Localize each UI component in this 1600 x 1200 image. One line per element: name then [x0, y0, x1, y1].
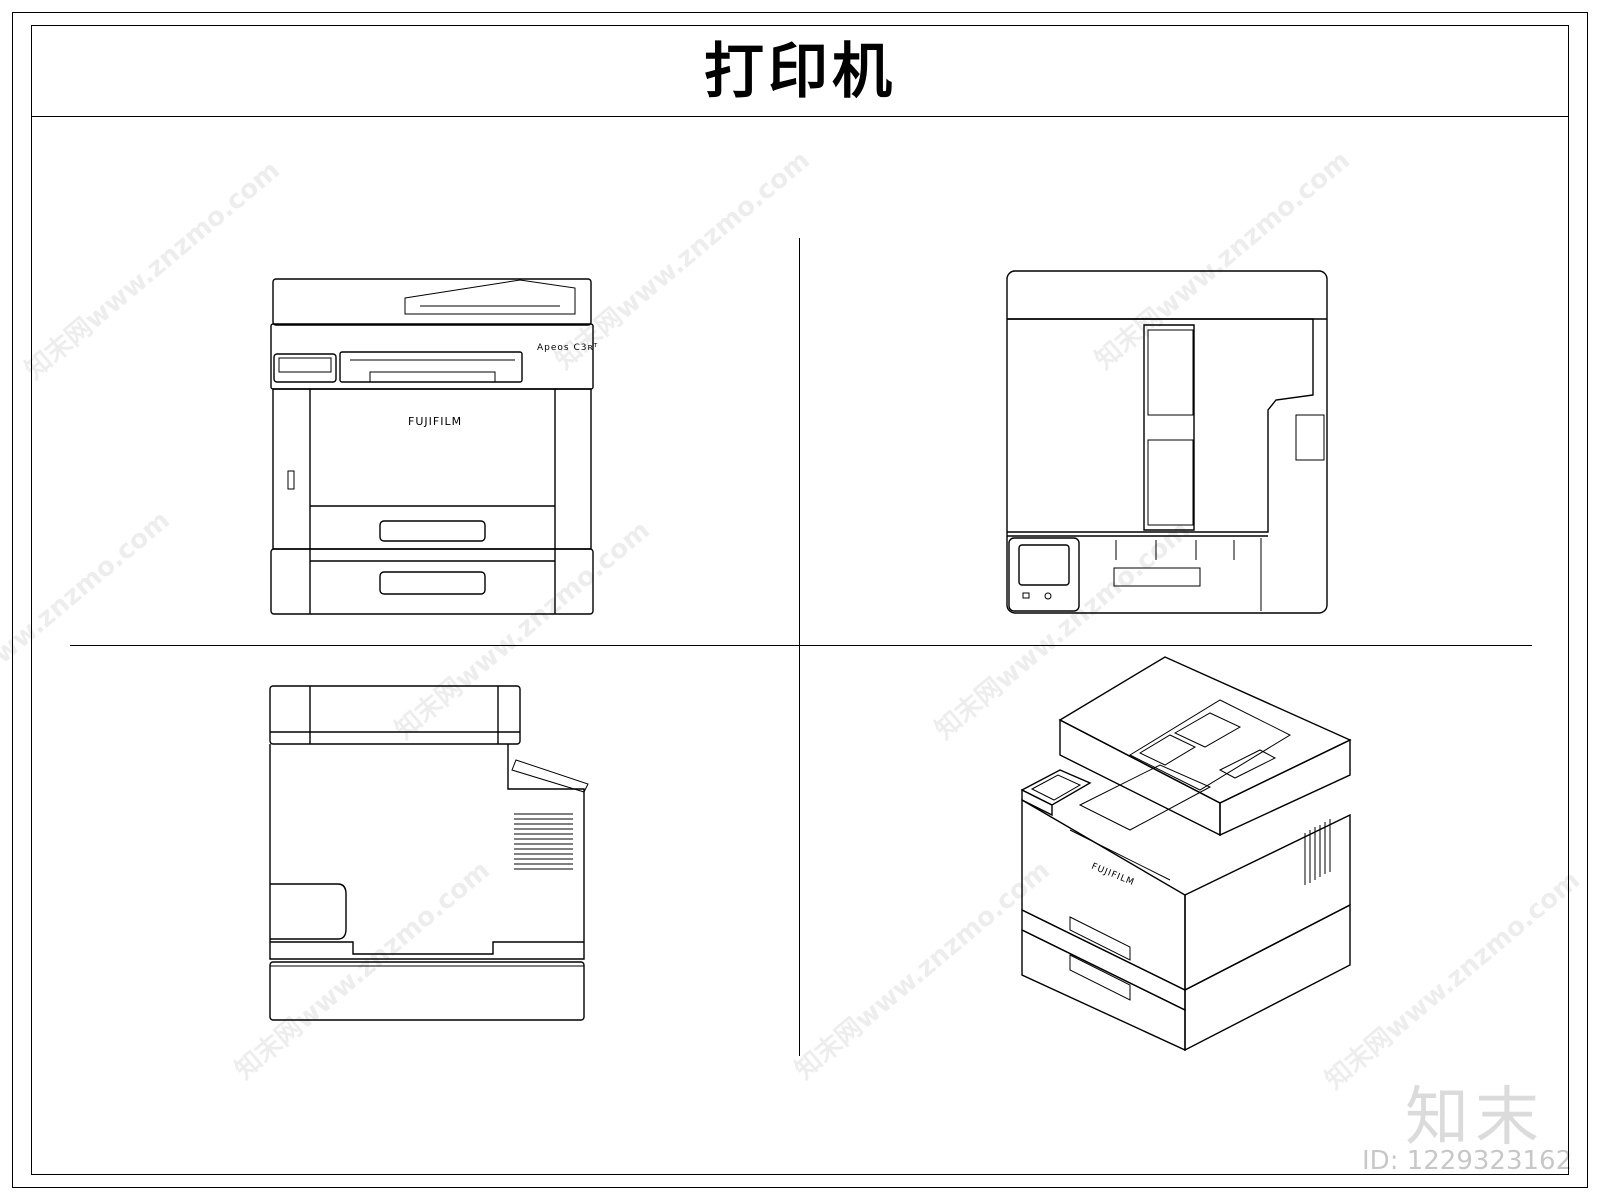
horizontal-divider	[70, 645, 1532, 646]
watermark-logo: 知末	[1405, 1081, 1545, 1155]
printer-side-view	[268, 684, 594, 1022]
vertical-divider	[799, 238, 800, 1056]
printer-isometric-view	[1020, 655, 1355, 1050]
page-title: 打印机	[704, 37, 896, 107]
printer-top-view	[1006, 270, 1328, 615]
outer-frame	[12, 12, 1588, 1188]
title-rule	[31, 116, 1569, 117]
printer-front-view	[270, 276, 595, 616]
front-brand-logo: FUJIFILM	[408, 415, 463, 428]
iso-side-vents	[1305, 819, 1330, 885]
side-vents	[514, 814, 573, 869]
inner-frame	[31, 25, 1569, 1175]
model-label: Apeos C3ʀᵀ	[537, 343, 599, 353]
id-label: ID: 1229323162	[1362, 1146, 1573, 1176]
